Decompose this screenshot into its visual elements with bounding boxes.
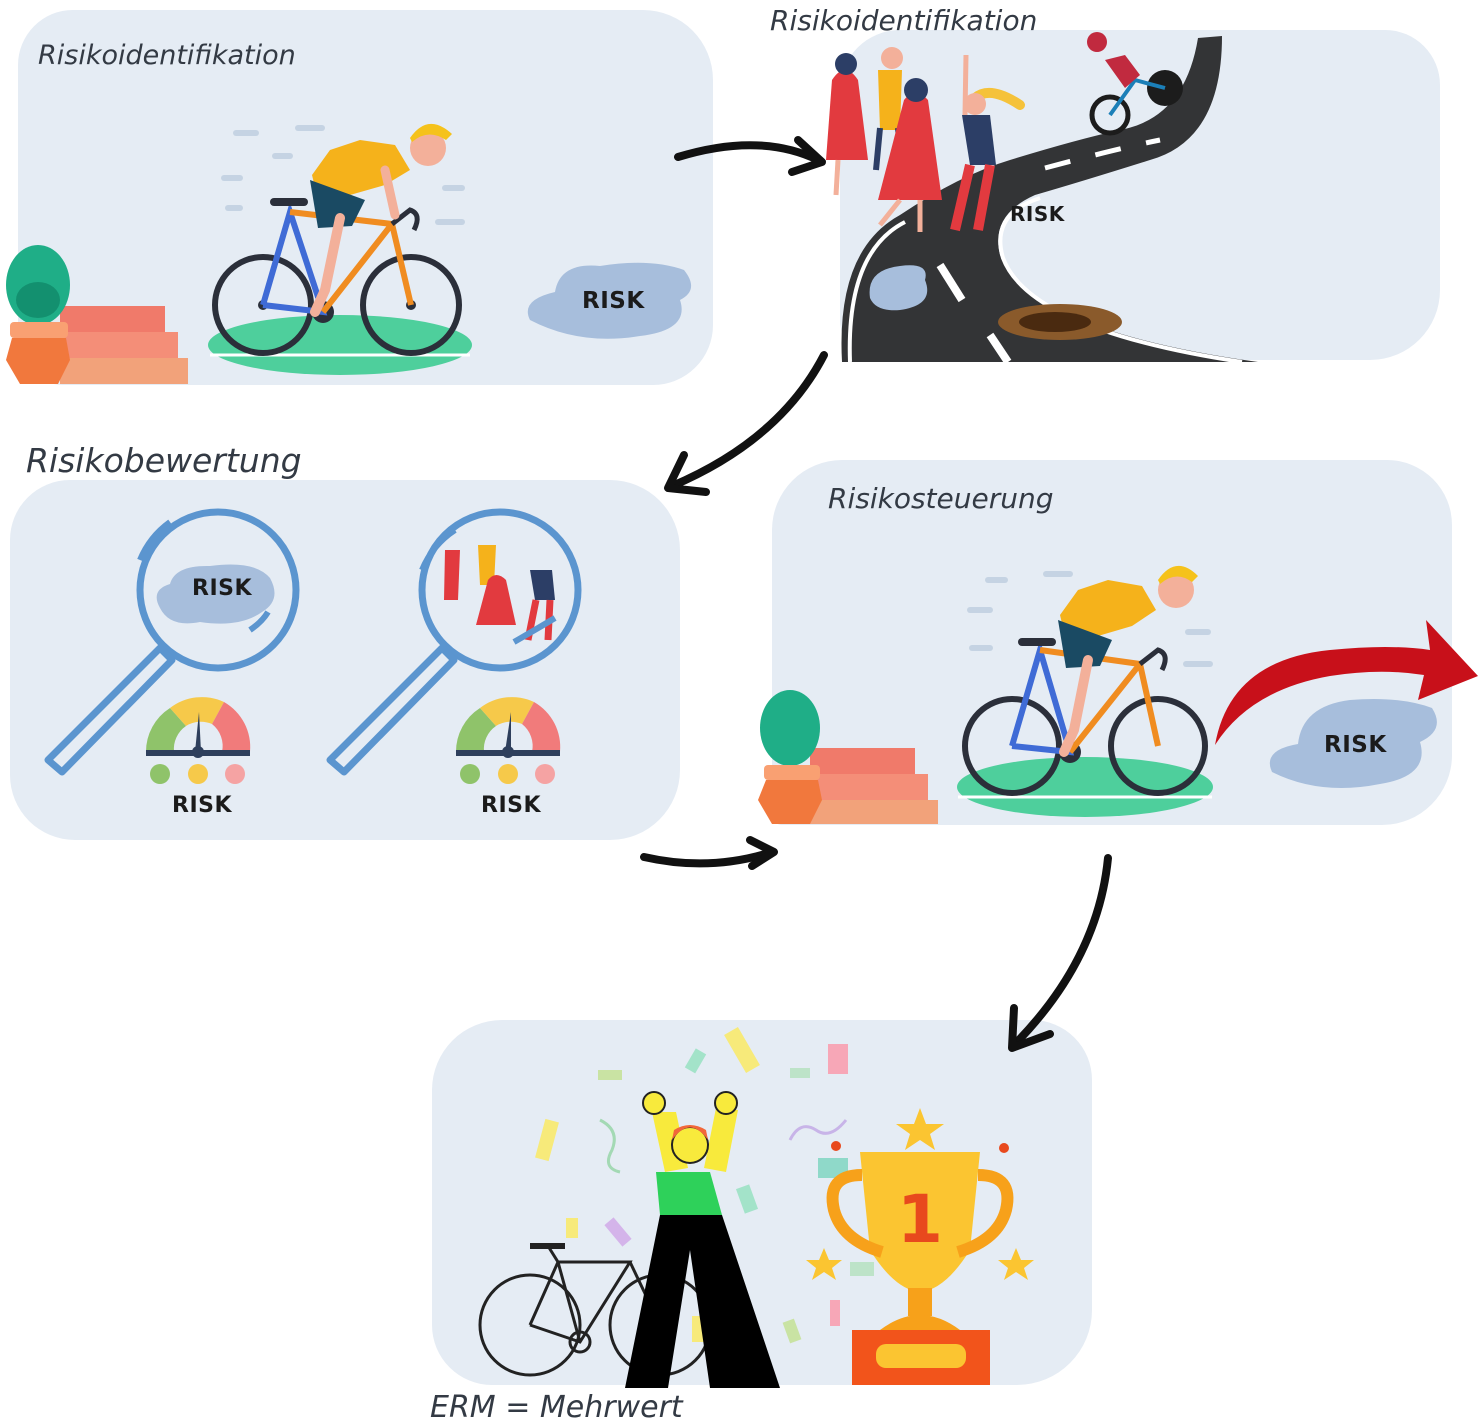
risk-label-identification-1: RISK [582, 288, 645, 314]
magnifier-icon [44, 508, 300, 776]
trophy-icon: 1 [806, 1108, 1034, 1385]
plant-icon [758, 690, 822, 824]
risk-label-gauge-1: RISK [172, 793, 233, 818]
deflect-arrow-icon [1215, 620, 1478, 745]
risk-label-control: RISK [1324, 732, 1387, 758]
panel-result [432, 1020, 1092, 1385]
cyclist-icon [212, 123, 462, 356]
caption-identification-1: Risikoidentifikation [38, 40, 296, 71]
road-cyclist-icon [1087, 32, 1183, 136]
magnifier-icon [326, 508, 582, 776]
confetti-icon [535, 1026, 874, 1344]
stairs-icon [60, 306, 188, 384]
risk-label-identification-2: RISK [1010, 202, 1065, 226]
gauge-icon [145, 697, 251, 784]
road-icon [841, 36, 1258, 365]
flow-arrow [1008, 854, 1112, 1052]
stairs-icon [810, 748, 938, 824]
pothole-icon [998, 304, 1122, 340]
panel-assessment [10, 480, 680, 840]
gauge-icon [455, 697, 561, 784]
speed-lines [221, 125, 465, 225]
caption-result: ERM = Mehrwert [430, 1390, 683, 1425]
flow-arrow [640, 836, 778, 870]
puddle-icon [527, 262, 692, 339]
caption-assessment: Risikobewertung [26, 441, 302, 480]
cyclist-icon [962, 565, 1208, 796]
risk-label-magnifier: RISK [192, 576, 253, 601]
puddle-icon [1269, 699, 1437, 788]
puddle-icon [869, 265, 928, 311]
risk-label-gauge-2: RISK [481, 793, 542, 818]
caption-control: Risikosteuerung [828, 482, 1054, 515]
flow-arrow [664, 351, 828, 496]
trophy-number: 1 [897, 1181, 943, 1258]
flow-arrow [674, 136, 826, 176]
caption-identification-2: Risikoidentifikation [770, 4, 1038, 37]
ground-icon [957, 757, 1213, 817]
speed-lines [967, 571, 1213, 667]
plant-icon [6, 245, 70, 384]
crowd-icon [826, 47, 1025, 232]
winner-icon [625, 1091, 780, 1388]
